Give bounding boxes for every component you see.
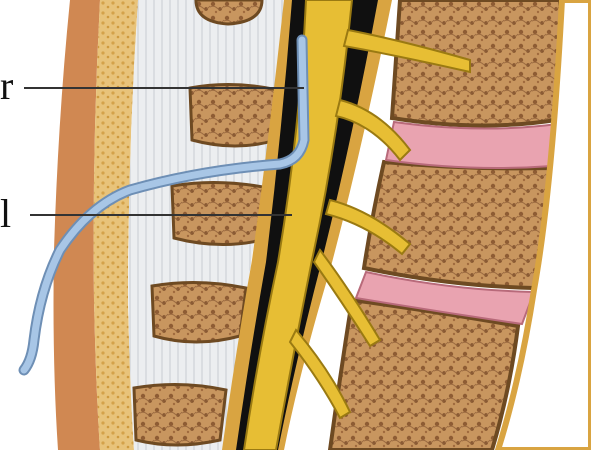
intervertebral-disc bbox=[386, 122, 558, 168]
spinous-process bbox=[190, 84, 278, 146]
vertebral-body bbox=[364, 162, 550, 288]
label-top: r bbox=[0, 66, 13, 106]
vertebral-body bbox=[392, 0, 562, 126]
label-bottom: l bbox=[0, 194, 11, 234]
spinous-process bbox=[134, 384, 226, 445]
spinous-process bbox=[152, 282, 246, 342]
spinous-process bbox=[172, 182, 268, 244]
